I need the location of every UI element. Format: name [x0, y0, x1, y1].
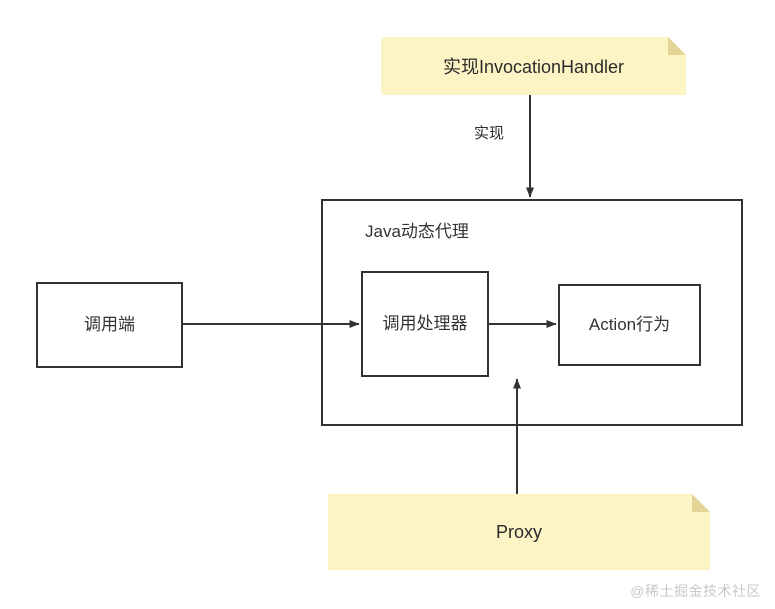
note-shape-invocation-handler [381, 37, 686, 95]
box-shape-caller [36, 282, 183, 368]
box-shape-action [558, 284, 701, 366]
note-shape-proxy [328, 494, 710, 570]
box-shape-invocation-handler [361, 271, 489, 377]
